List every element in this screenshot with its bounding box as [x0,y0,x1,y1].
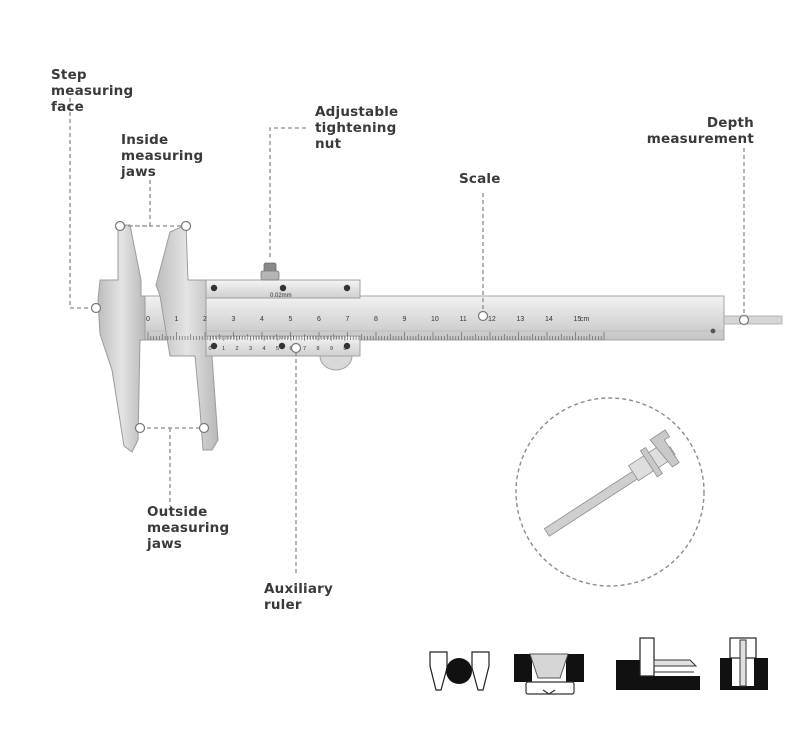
sliding-jaw [155,224,219,451]
step-measurement-icon [616,637,700,690]
main-scale-number: 9 [403,316,407,323]
vernier-number: 0 [344,346,347,352]
auxiliary-ruler-label: Auxiliary ruler [264,581,334,613]
vernier-precision-label: 0.02mm [270,293,292,299]
main-scale-number: 5 [289,316,293,323]
main-scale-number: 4 [260,316,264,323]
vernier-number: 5 [276,346,279,352]
main-scale-number: 10 [431,316,439,323]
leader-lines [69,98,745,576]
leader-dots [90,220,750,434]
vernier-number: 8 [317,346,320,352]
main-scale-number: 2 [203,316,207,323]
vernier-number: 2 [236,346,239,352]
main-scale-number: 14 [545,316,553,323]
vernier-ticks [209,336,346,341]
depth-measurement-label: Depth measurement [646,115,754,147]
inside-measuring-jaws-label: Inside measuring jaws [121,132,204,180]
main-scale-number: 8 [374,316,378,323]
outside-measurement-icon [429,651,490,691]
depth-rod [717,315,783,325]
scale-label: Scale [459,171,501,187]
step-measuring-face-label: Step measuring face [51,67,134,115]
main-scale-number: 12 [488,316,496,323]
main-beam [139,295,725,341]
adjustable-tightening-nut-label: Adjustable tightening nut [315,104,399,152]
vernier-number: 9 [330,346,333,352]
inset-view [515,397,705,587]
thumb-wheel [319,355,353,371]
main-scale-number: 13 [517,316,525,323]
vernier-number: 3 [249,346,252,352]
vernier-number: 1 [222,346,225,352]
inside-measurement-icon [514,653,584,695]
main-scale-number: 3 [232,316,236,323]
tightening-nut [260,262,280,281]
vernier-number: 0 [209,346,212,352]
outside-measuring-jaws-label: Outside measuring jaws [147,504,230,552]
main-scale-number: 7 [346,316,350,323]
main-scale-number: 1 [175,316,179,323]
main-scale-number: 6 [317,316,321,323]
scale-unit: cm [580,316,590,323]
vernier-numbers: 01234567890 [209,346,347,352]
main-scale-number: 0 [146,316,150,323]
depth-measurement-icon [720,637,768,690]
main-scale-number: 15 [574,316,582,323]
fixed-jaw [97,224,146,453]
vernier-number: 7 [303,346,306,352]
vernier-number: 4 [263,346,266,352]
main-scale-number: 11 [460,316,467,323]
